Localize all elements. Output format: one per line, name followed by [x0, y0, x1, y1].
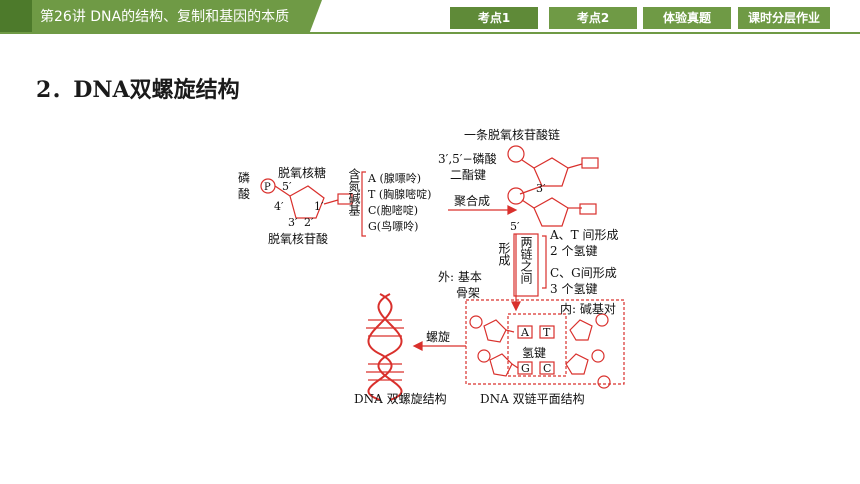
caption-plane-structure: DNA 双链平面结构 — [480, 392, 585, 406]
pair-c: C — [543, 362, 552, 375]
label-hydrogen-bond: 氢键 — [522, 346, 547, 360]
header-divider — [0, 32, 860, 34]
nav-tab-kaodian2[interactable]: 考点2 — [549, 7, 637, 29]
pair-a: A — [521, 326, 529, 339]
label-outer: 外: 基本 — [438, 270, 482, 284]
base-t: T (胸腺嘧啶) — [368, 188, 432, 201]
pentose-pentagon — [289, 185, 325, 219]
label-pos-4: 4′ — [274, 200, 284, 213]
label-outer-2: 骨架 — [456, 286, 481, 300]
label-phosphodiester: 3′,5′−磷酸 — [438, 152, 497, 166]
label-at-bond-2: 2 个氢键 — [550, 244, 598, 258]
pair-g: G — [521, 362, 530, 375]
label-single-chain: 一条脱氧核苷酸链 — [464, 128, 561, 142]
base-c: C(胞嘧啶) — [368, 204, 418, 217]
dna-diagram-graphics: P — [260, 145, 625, 401]
nav-tab-kaodian1[interactable]: 考点1 — [450, 7, 538, 29]
label-deoxyribose: 脱氧核糖 — [278, 166, 327, 180]
nav-tab-real-exam[interactable]: 体验真题 — [643, 7, 731, 29]
label-form: 形成 — [497, 242, 511, 266]
label-phosphate: 磷 酸 — [238, 171, 251, 201]
label-at-bond: A、T 间形成 — [550, 228, 619, 242]
label-pos-1: 1′ — [314, 200, 324, 213]
dna-structure-figure: P 磷 酸 脱氧核糖 5′ 4′ 1′ 3′ 2′ 脱氧核苷酸 含氮碱基 A (… — [230, 124, 640, 414]
phosphate-symbol: P — [264, 182, 271, 193]
label-between-chains: 两链之间 — [519, 236, 533, 284]
base-rect — [337, 193, 353, 205]
label-phosphodiester-2: 二酯键 — [450, 168, 487, 182]
label-nitrogen-base: 含氮碱基 — [347, 168, 361, 216]
label-spiral: 螺旋 — [426, 330, 451, 344]
label-chain-5: 5′ — [510, 220, 520, 233]
label-chain-3: 3′ — [536, 182, 546, 195]
label-polymerize: 聚合成 — [454, 194, 491, 208]
top-bar: 第26讲 DNA的结构、复制和基因的本质 考点1 考点2 体验真题 课时分层作业 — [0, 0, 860, 34]
label-cg-bond: C、G间形成 — [550, 266, 617, 280]
label-cg-bond-2: 3 个氢键 — [550, 282, 598, 296]
pair-t: T — [543, 326, 551, 339]
label-pos-2: 2′ — [304, 216, 314, 229]
section-heading: 2．DNA双螺旋结构 — [36, 77, 240, 103]
label-pos-3: 3′ — [288, 216, 298, 229]
label-pos-5: 5′ — [282, 180, 292, 193]
label-inner: 内: 碱基对 — [560, 302, 616, 316]
nav-tab-homework[interactable]: 课时分层作业 — [738, 7, 830, 29]
label-nucleotide: 脱氧核苷酸 — [268, 232, 329, 246]
base-g: G(鸟嘌呤) — [368, 220, 419, 233]
title-strip-tab — [0, 0, 32, 34]
base-a: A (腺嘌呤) — [368, 172, 422, 185]
caption-double-helix: DNA 双螺旋结构 — [354, 392, 447, 406]
title-strip: 第26讲 DNA的结构、复制和基因的本质 — [0, 0, 322, 34]
lecture-title: 第26讲 DNA的结构、复制和基因的本质 — [40, 9, 290, 25]
